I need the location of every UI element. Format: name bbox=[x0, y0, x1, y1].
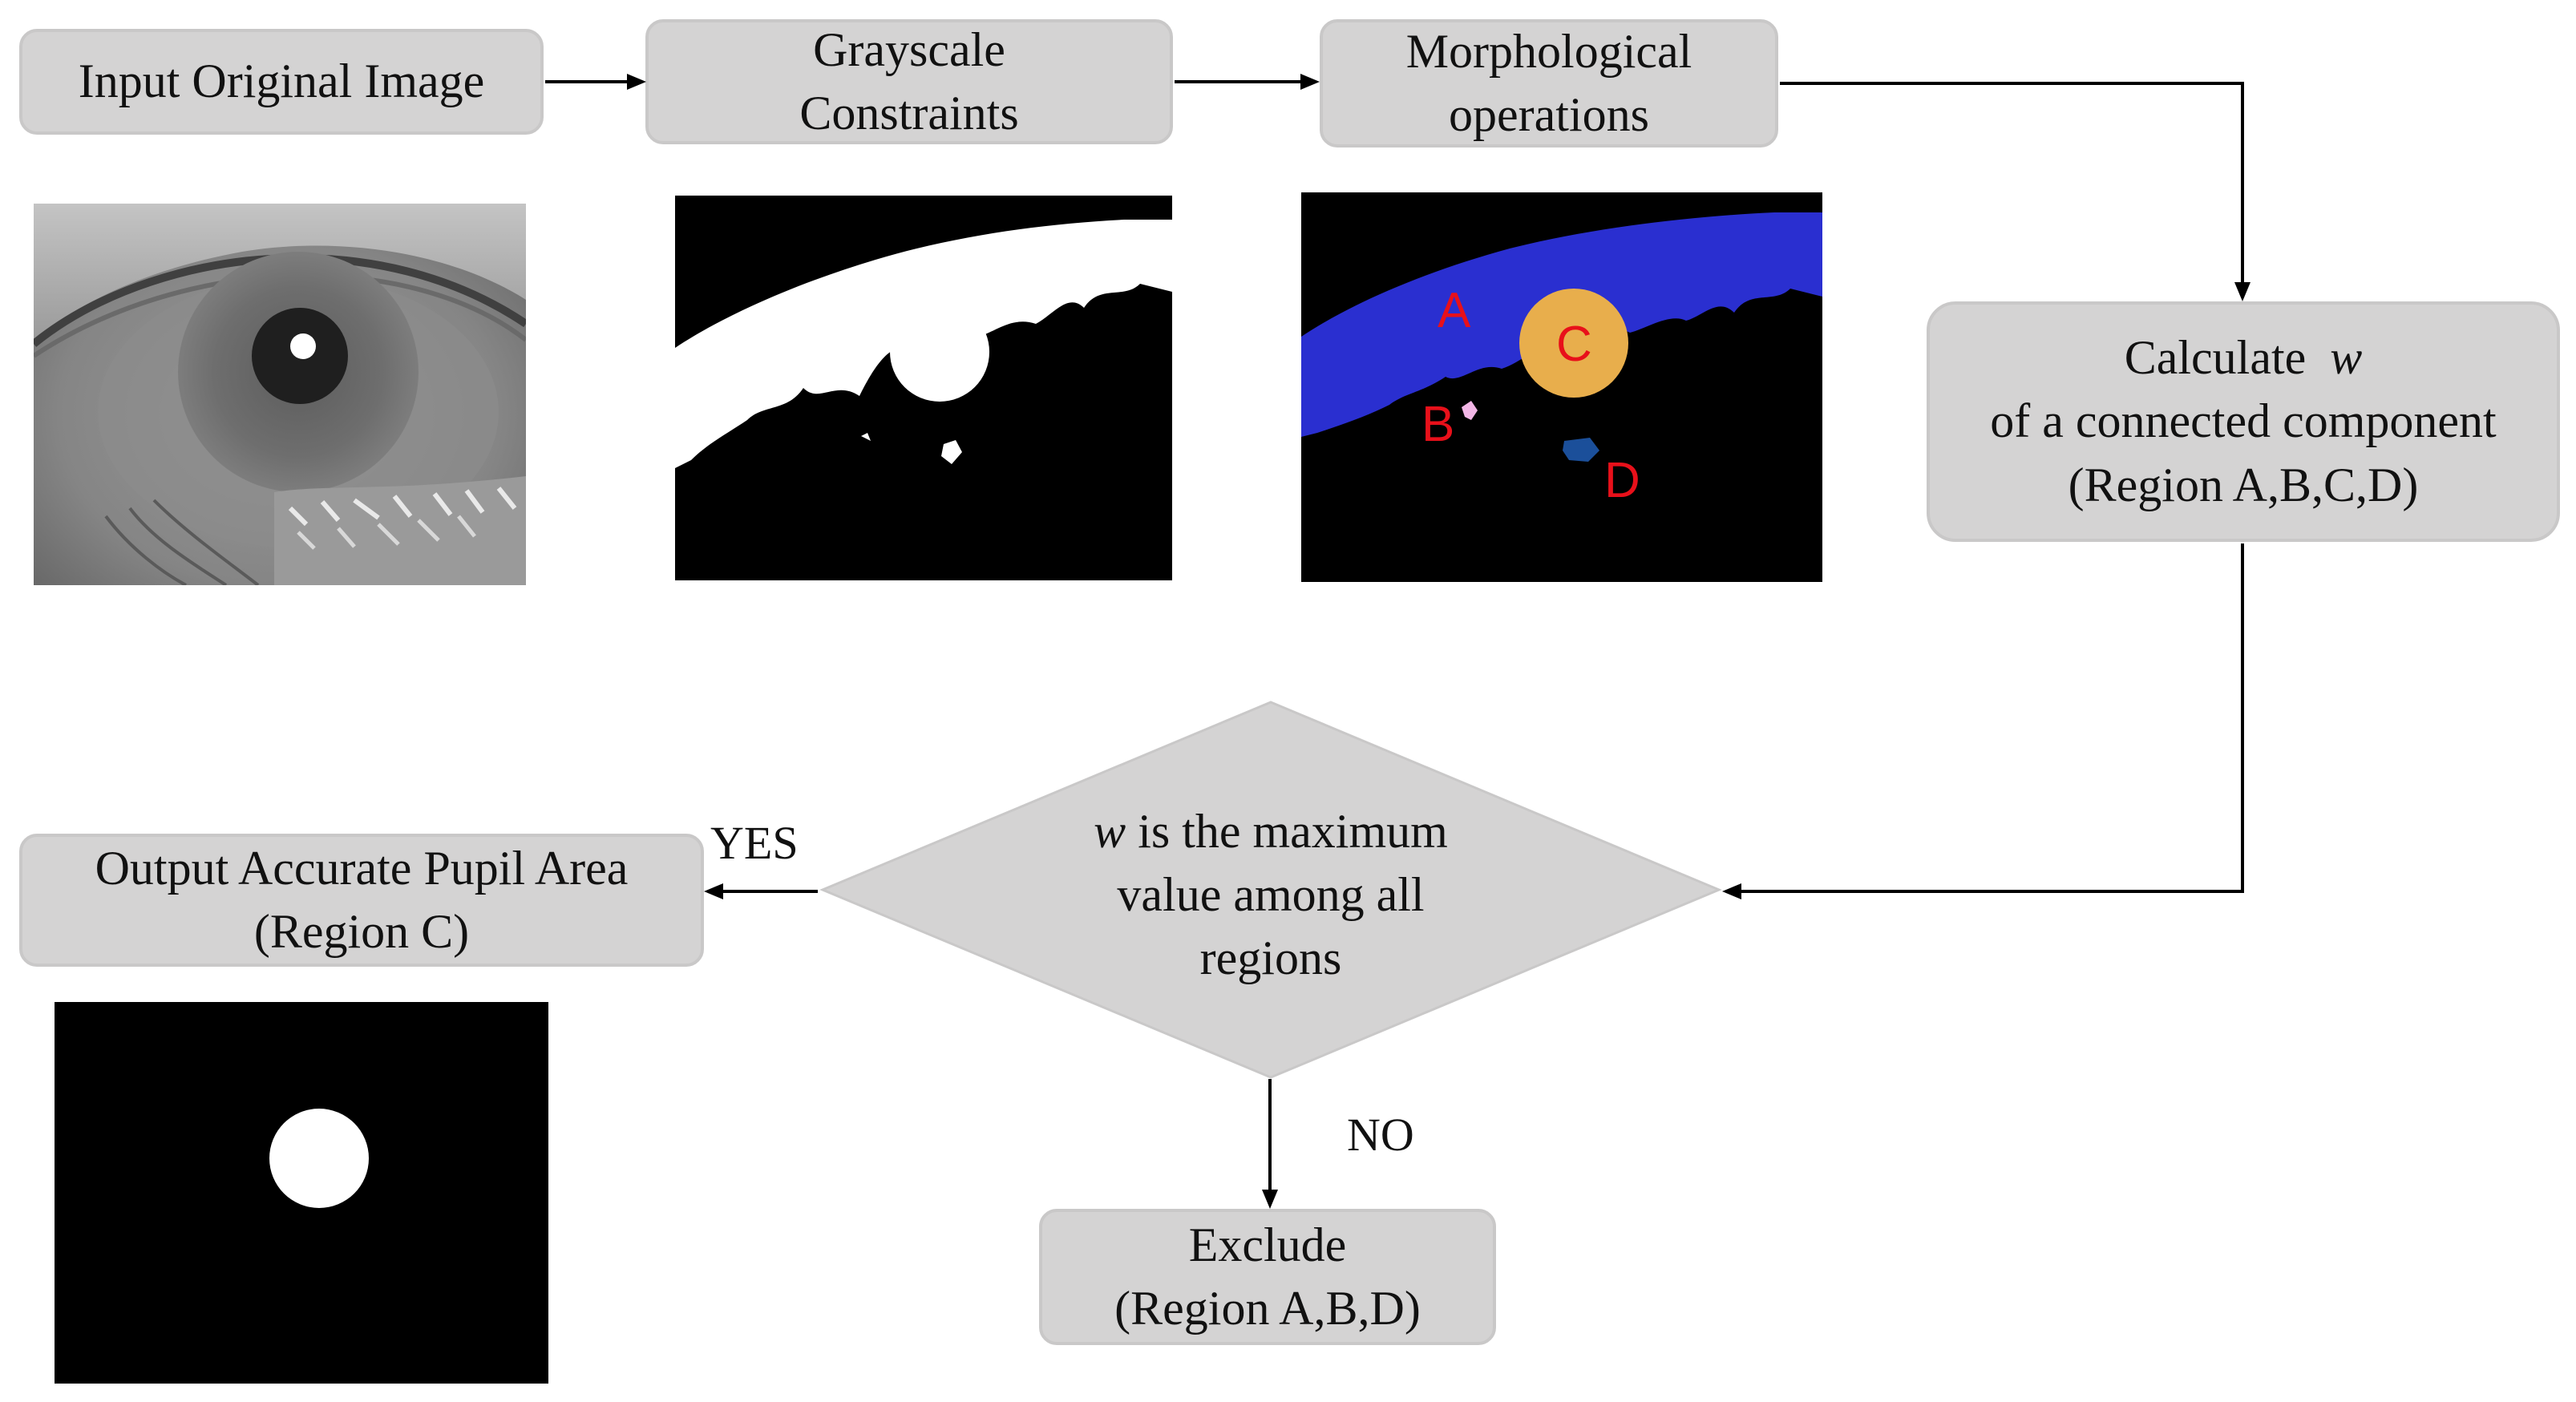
input-box-label: Input Original Image bbox=[78, 55, 485, 108]
w-variable: w bbox=[2330, 331, 2363, 385]
exclude-box-line2: (Region A,B,D) bbox=[1114, 1282, 1421, 1335]
calculate-box-line3: (Region A,B,C,D) bbox=[2068, 458, 2419, 511]
output-box-line1: Output Accurate Pupil Area bbox=[95, 841, 629, 895]
region-d-shape bbox=[1563, 438, 1599, 462]
decision-text: w is the maximum value among all regions bbox=[870, 800, 1672, 991]
region-b-shape bbox=[1462, 401, 1478, 420]
arrow-down-icon bbox=[1262, 1190, 1278, 1209]
calculate-box-line1: Calculate w bbox=[2124, 331, 2363, 385]
region-a-label: A bbox=[1438, 283, 1471, 338]
eye-photo bbox=[34, 204, 526, 585]
grayscale-box-line1: Grayscale bbox=[813, 22, 1005, 76]
grayscale-constraints-box: Grayscale Constraints bbox=[645, 19, 1173, 144]
output-pupil-area-box: Output Accurate Pupil Area (Region C) bbox=[19, 834, 704, 967]
arrow-left-icon bbox=[1722, 883, 1741, 899]
input-original-image-box: Input Original Image bbox=[19, 29, 544, 135]
connector-calculate-to-decision bbox=[1730, 543, 2244, 893]
grayscale-box-line2: Constraints bbox=[799, 87, 1019, 139]
exclude-regions-box: Exclude (Region A,B,D) bbox=[1039, 1209, 1496, 1345]
region-b-label: B bbox=[1421, 397, 1454, 452]
no-branch-label: NO bbox=[1347, 1109, 1414, 1161]
calculate-w-box: Calculate w of a connected component (Re… bbox=[1927, 301, 2560, 542]
connector-morph-to-calculate bbox=[1780, 82, 2244, 293]
arrow-right-icon bbox=[627, 74, 646, 90]
decision-line2: value among all bbox=[1117, 868, 1425, 922]
arrow-right-icon bbox=[1300, 74, 1320, 90]
binary-mask bbox=[675, 196, 1172, 580]
w-variable: w bbox=[1094, 805, 1126, 858]
region-d-label: D bbox=[1604, 453, 1640, 508]
exclude-box-line1: Exclude bbox=[1188, 1218, 1347, 1271]
arrow-down-icon bbox=[2234, 282, 2250, 301]
morph-box-line1: Morphological bbox=[1405, 24, 1692, 78]
decision-line1: w is the maximum bbox=[1094, 805, 1448, 858]
yes-branch-label: YES bbox=[710, 817, 799, 869]
output-box-line2: (Region C) bbox=[253, 905, 470, 958]
morphological-operations-box: Morphological operations bbox=[1320, 19, 1778, 147]
decision-diamond bbox=[819, 701, 1722, 1079]
region-c-label: C bbox=[1556, 317, 1592, 372]
arrow-left-icon bbox=[704, 883, 723, 899]
pupil-mask bbox=[55, 1002, 548, 1384]
calculate-box-line2: of a connected component bbox=[1990, 394, 2497, 448]
decision-line3: regions bbox=[1199, 931, 1342, 985]
region-c-shape bbox=[1519, 289, 1628, 398]
morph-box-line2: operations bbox=[1449, 88, 1649, 141]
labeled-regions: A B C D bbox=[1301, 192, 1822, 582]
